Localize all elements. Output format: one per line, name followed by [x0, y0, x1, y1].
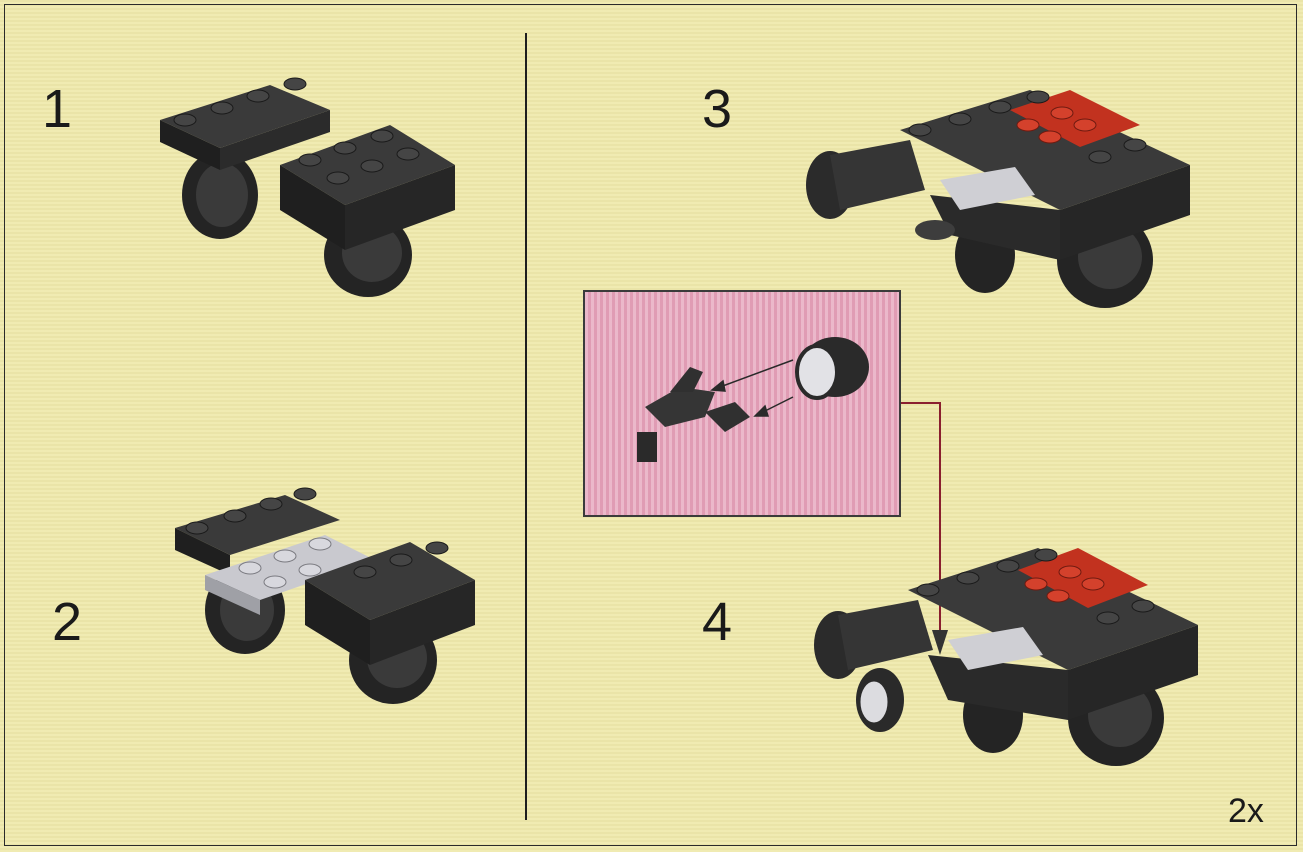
quantity-multiplier: 2x — [1228, 792, 1264, 831]
magnet-disc-icon — [856, 668, 904, 732]
buffer-icon — [814, 600, 933, 679]
step-4-illustration — [808, 540, 1208, 775]
